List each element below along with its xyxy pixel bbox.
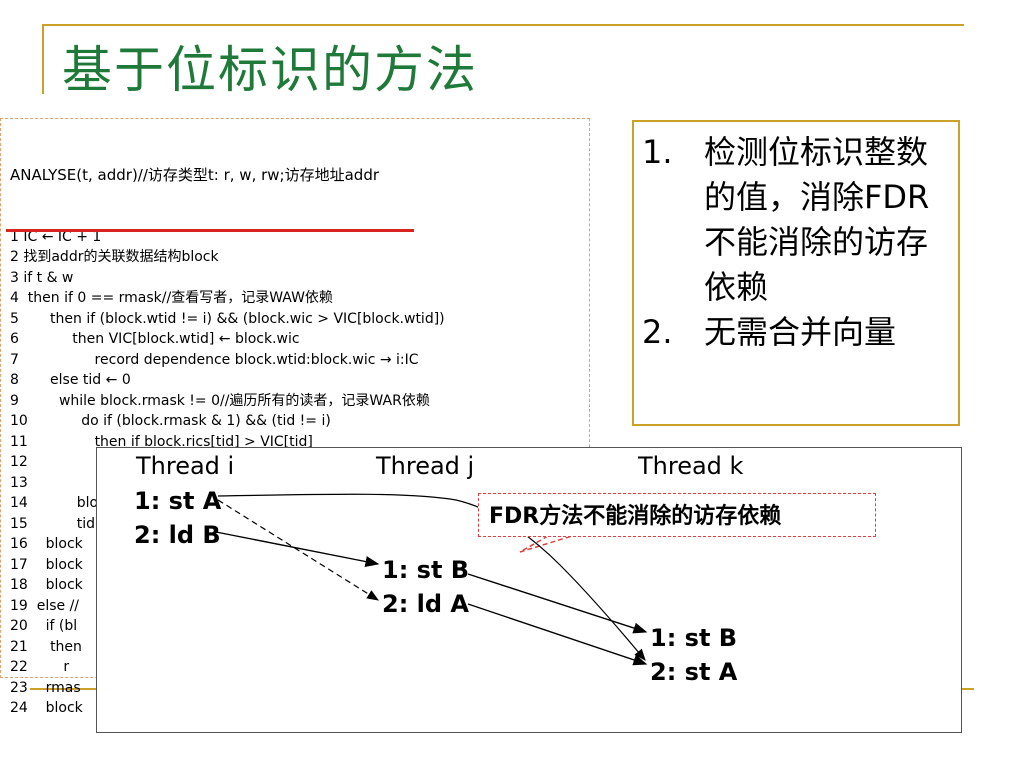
fdr-callout: FDR方法不能消除的访存依赖 xyxy=(478,493,876,537)
code-header: ANALYSE(t, addr)//访存类型t: r, w, rw;访存地址ad… xyxy=(10,166,380,184)
arrow-i2-to-j1 xyxy=(215,531,380,568)
notes-list: 1. 检测位标识整数的值，消除FDR不能消除的访存依赖 2. 无需合并向量 xyxy=(642,130,944,355)
code-line: 2 找到addr的关联数据结构block xyxy=(10,249,219,265)
code-line: 21 then xyxy=(10,638,82,655)
code-line: 22 r xyxy=(10,659,70,675)
code-line: 18 block xyxy=(10,577,83,593)
note-number: 1. xyxy=(642,133,673,171)
code-line: 16 block xyxy=(10,536,83,552)
code-line: 3 if t & w xyxy=(10,269,74,286)
thread-i-op2: 2: ld B xyxy=(134,521,221,549)
thread-i-op1: 1: st A xyxy=(134,487,222,515)
code-line: 24 block xyxy=(10,700,83,716)
code-line: 1 IC ← IC + 1 xyxy=(10,228,102,245)
code-line: 20 if (bl xyxy=(10,618,78,634)
thread-i-label: Thread i xyxy=(136,452,235,480)
note-number: 2. xyxy=(642,313,673,351)
code-line: 8 else tid ← 0 xyxy=(10,372,131,388)
code-line: 5 then if (block.wtid != i) && (block.wi… xyxy=(10,310,445,327)
code-line: 23 rmas xyxy=(10,679,81,696)
arrow-j2-to-k2 xyxy=(467,603,648,666)
frame-left-line xyxy=(42,24,44,94)
thread-j-op2: 2: ld A xyxy=(382,590,469,618)
slide-title: 基于位标识的方法 xyxy=(62,41,478,99)
thread-k-op2: 2: st A xyxy=(650,658,738,686)
frame-top-line xyxy=(42,24,964,26)
notes-panel xyxy=(632,120,960,426)
code-line: 17 block xyxy=(10,556,83,573)
code-line: 4 then if 0 == rmask//查看写者，记录WAW依赖 xyxy=(10,290,333,306)
note-text: 检测位标识整数的值，消除FDR不能消除的访存依赖 xyxy=(704,133,930,306)
note-item: 1. 检测位标识整数的值，消除FDR不能消除的访存依赖 xyxy=(642,130,944,310)
thread-j-label: Thread j xyxy=(376,452,475,480)
code-line: 19 else // xyxy=(10,597,80,614)
code-line: 7 record dependence block.wtid:block.wic… xyxy=(10,351,419,368)
code-line: 10 do if (block.rmask & 1) && (tid != i) xyxy=(10,413,331,429)
code-line: 9 while block.rmask != 0//遍历所有的读者，记录WAR依… xyxy=(10,392,430,409)
code-line: 6 then VIC[block.wtid] ← block.wic xyxy=(10,331,300,347)
callout-pointer xyxy=(519,535,573,553)
code-line: 11 then if block.rics[tid] > VIC[tid] xyxy=(10,433,313,450)
thread-k-op1: 1: st B xyxy=(650,624,738,652)
arrow-j1-to-k1 xyxy=(467,573,648,634)
note-item: 2. 无需合并向量 xyxy=(642,310,944,355)
note-text: 无需合并向量 xyxy=(704,313,897,351)
arrow-i1-to-j2 xyxy=(217,499,380,601)
highlight-underline xyxy=(6,229,414,232)
callout-text: FDR方法不能消除的访存依赖 xyxy=(489,504,782,529)
thread-j-op1: 1: st B xyxy=(382,556,470,584)
thread-k-label: Thread k xyxy=(638,452,744,480)
